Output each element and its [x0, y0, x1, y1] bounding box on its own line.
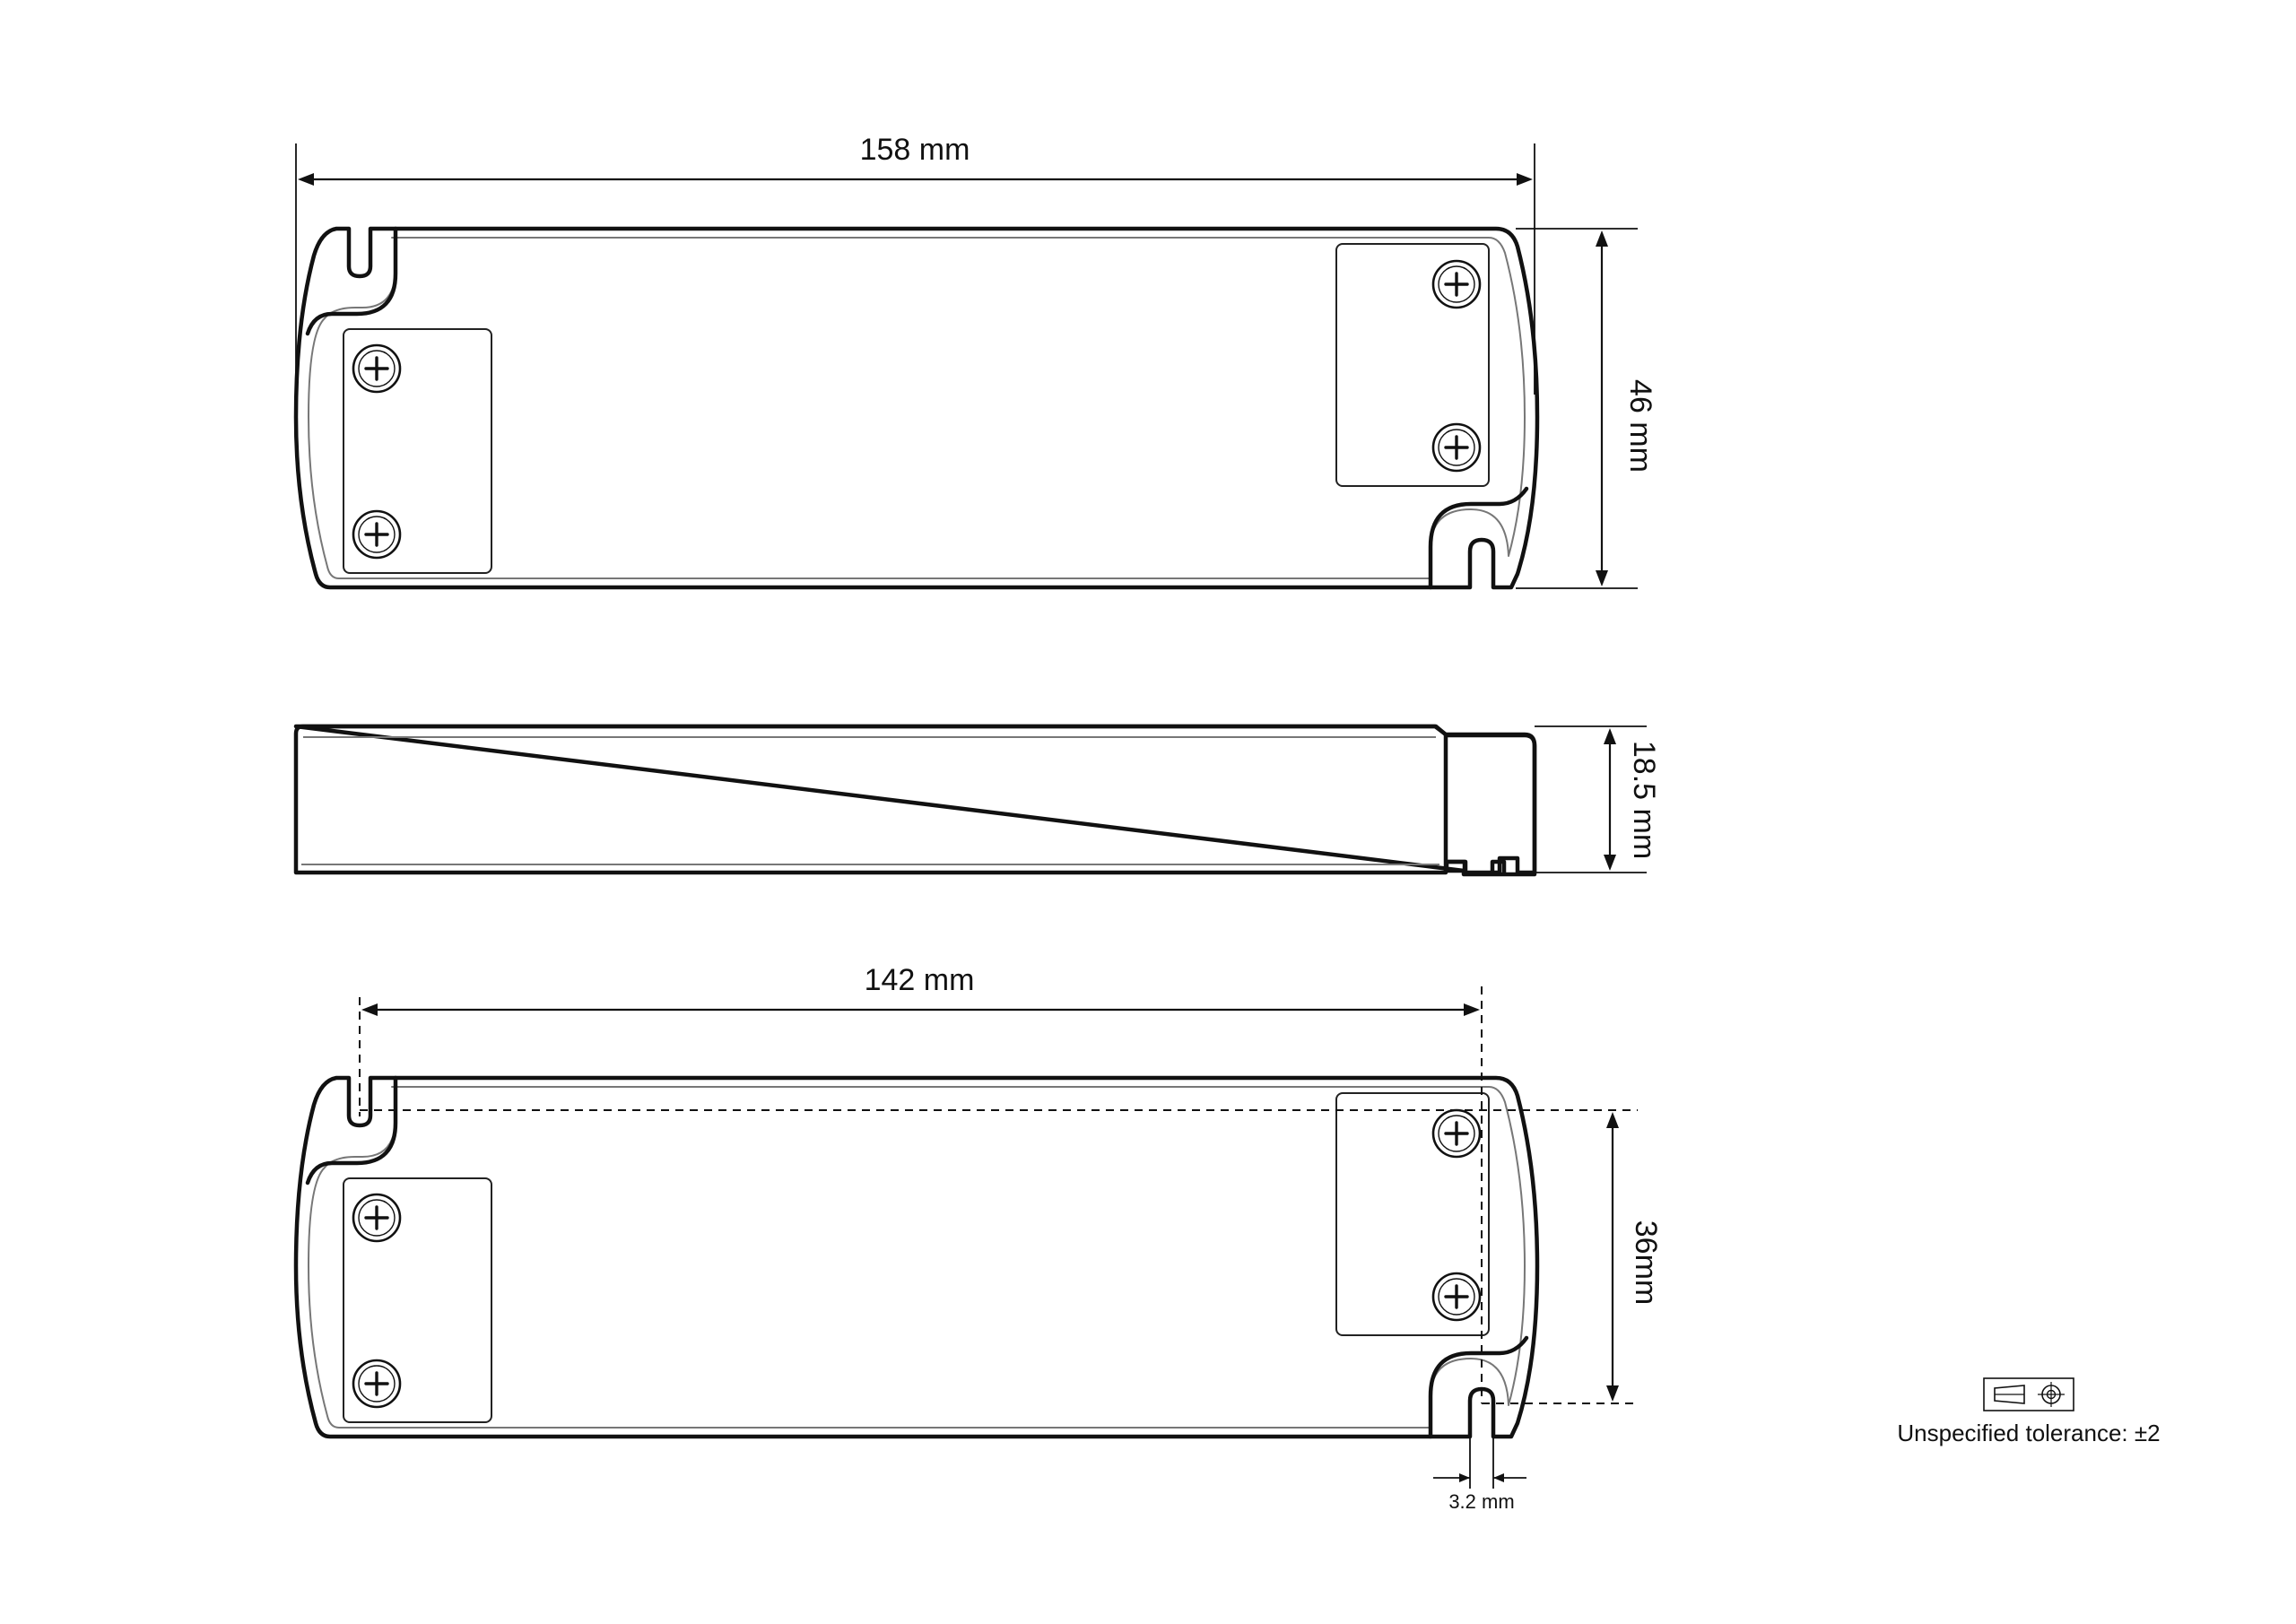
- dimension-width: [1516, 228, 1638, 589]
- dimension-hole-offset: [1606, 1112, 1619, 1402]
- mounting-view-outline: [293, 1075, 1540, 1439]
- side-view-outline: [293, 724, 1537, 877]
- screw-icon: [352, 509, 402, 560]
- top-view-outline: [293, 226, 1540, 590]
- mounting-slot-right-lip: [1428, 1335, 1529, 1439]
- dimension-height: [1535, 725, 1647, 873]
- top-view-slot-right-lip: [1428, 486, 1529, 590]
- screw-icon: [1431, 1272, 1482, 1322]
- side-view: 18.5 mm: [293, 724, 1661, 877]
- screw-icon: [352, 1193, 402, 1243]
- left-terminal-cover: [343, 328, 492, 574]
- dimension-label-slot-width: 3.2 mm: [1448, 1490, 1514, 1513]
- dimension-label-hole-offset: 36mm: [1629, 1220, 1663, 1305]
- top-view-slot-left-lip: [305, 226, 398, 336]
- screw-icon: [352, 343, 402, 394]
- screw-icon: [1431, 259, 1482, 309]
- side-view-body: [293, 724, 1537, 875]
- top-view: 158 mm 46 mm: [293, 133, 1657, 590]
- right-terminal-cover: [1335, 1092, 1490, 1336]
- screw-icon: [352, 1359, 402, 1409]
- projection-symbol-icon: [1983, 1377, 2074, 1411]
- screw-icon: [1431, 422, 1482, 473]
- dimension-label-hole-spacing: 142 mm: [865, 963, 975, 997]
- right-terminal-cover: [1335, 243, 1490, 487]
- dimension-slot-width: [1433, 1417, 1526, 1489]
- mounting-slot-left-lip: [305, 1075, 398, 1185]
- dimension-hole-spacing: [361, 1003, 1480, 1016]
- screw-icon: [1431, 1108, 1482, 1159]
- dimension-label-height: 18.5 mm: [1627, 741, 1661, 859]
- left-terminal-cover: [343, 1177, 492, 1423]
- dimension-label-width: 46 mm: [1623, 379, 1657, 473]
- mounting-view: 142 mm 36mm 3.2 mm: [293, 963, 1663, 1513]
- dimension-label-overall-length: 158 mm: [860, 133, 970, 167]
- tolerance-note: Unspecified tolerance: ±2: [1897, 1420, 2160, 1446]
- dimension-overall-length: [295, 143, 1535, 395]
